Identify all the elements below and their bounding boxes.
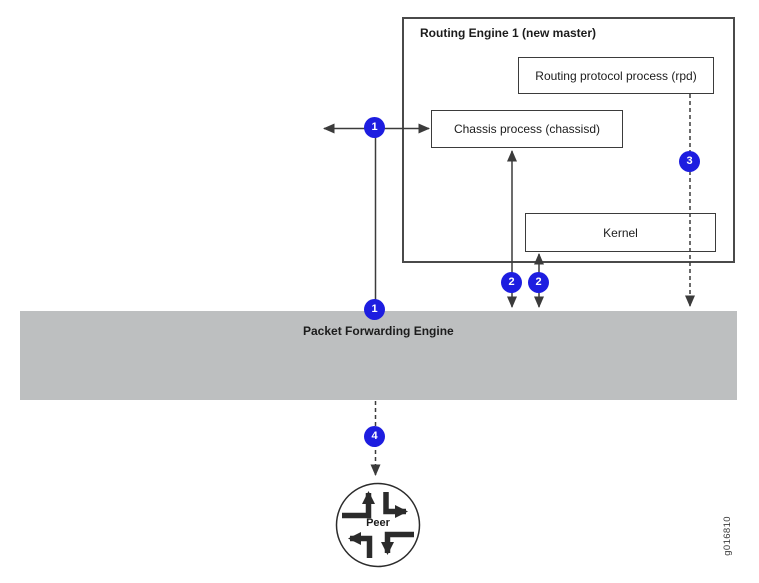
chassisd-process-box: Chassis process (chassisd): [431, 110, 623, 148]
peer-arrow-left-icon: [348, 532, 373, 558]
step-badge-4-pfe-peer: 4: [364, 426, 385, 447]
packet-forwarding-engine-bar: Packet Forwarding Engine: [20, 311, 737, 400]
kernel-box: Kernel: [525, 213, 716, 252]
rpd-process-box: Routing protocol process (rpd): [518, 57, 714, 94]
step-badge-3-rpd-pfe: 3: [679, 151, 700, 172]
step-badge-2-chassisd-pfe: 2: [501, 272, 522, 293]
step-badge-1-pfe: 1: [364, 299, 385, 320]
peer-arrow-up-icon: [342, 491, 375, 519]
routing-engine-box: [402, 17, 735, 263]
packet-forwarding-engine-label: Packet Forwarding Engine: [303, 324, 454, 338]
peer-router-circle: [335, 482, 421, 568]
peer-label: Peer: [366, 517, 390, 529]
figure-id: g016810: [722, 516, 733, 556]
chassisd-process-label: Chassis process (chassisd): [453, 122, 601, 136]
peer-arrow-down-icon: [381, 531, 414, 555]
peer-arrow-right-icon: [383, 492, 408, 518]
kernel-label: Kernel: [603, 225, 638, 240]
peer-router-pinwheel: [342, 491, 414, 558]
step-badge-1-chassisd: 1: [364, 117, 385, 138]
rpd-process-label: Routing protocol process (rpd): [535, 68, 697, 83]
routing-engine-title: Routing Engine 1 (new master): [420, 26, 597, 40]
step-badge-2-kernel-pfe: 2: [528, 272, 549, 293]
